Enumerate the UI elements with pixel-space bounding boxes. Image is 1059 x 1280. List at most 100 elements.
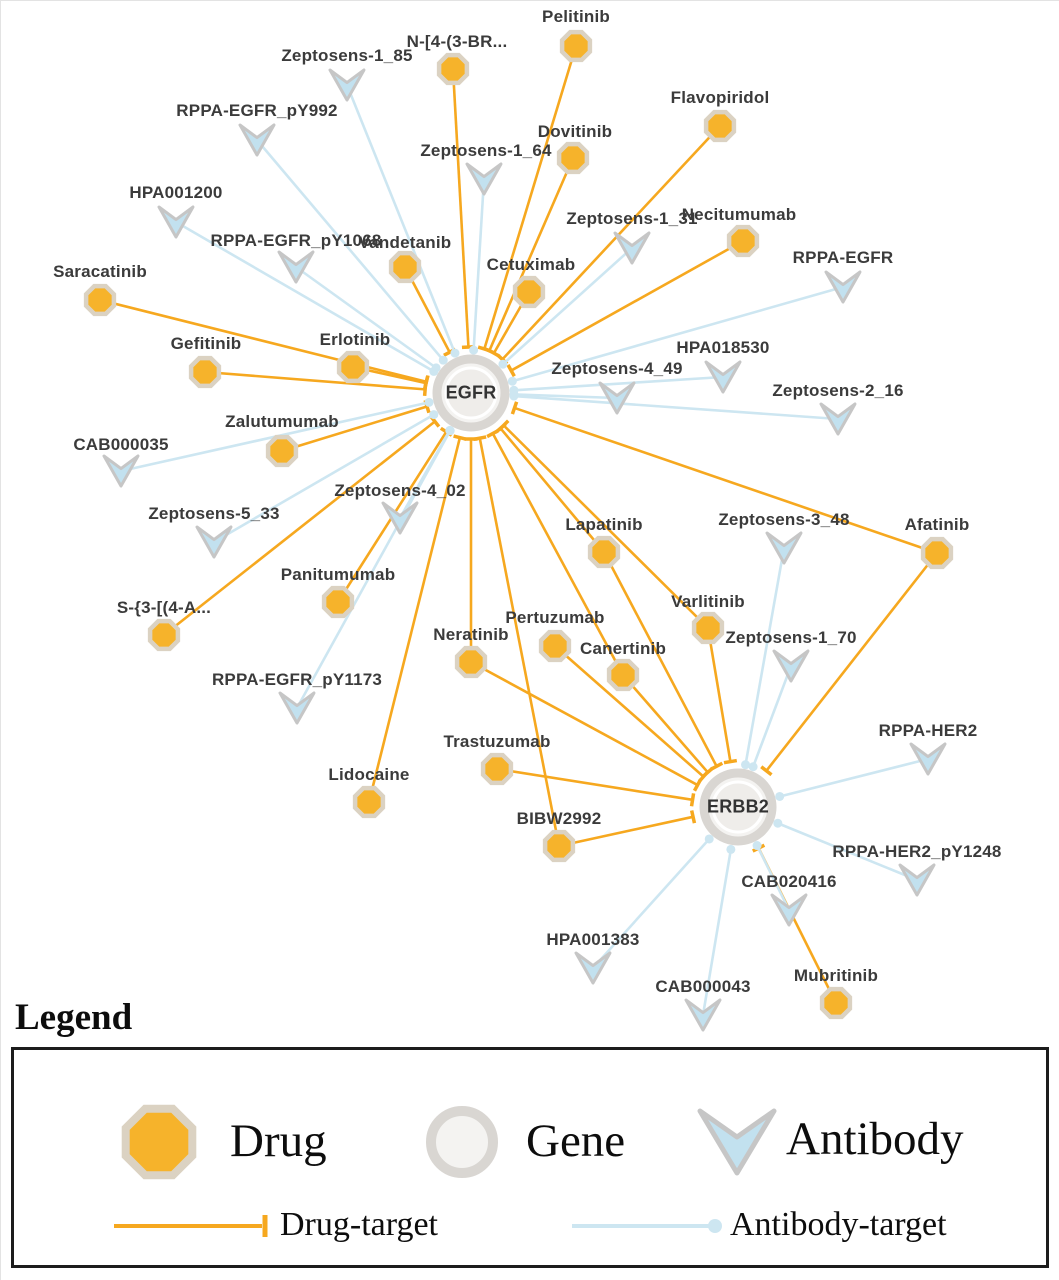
drug-target-edge-s34a-egfr — [163, 420, 436, 637]
drug-node-canertinib[interactable] — [606, 658, 640, 692]
drug-target-edge-neratinib-erbb2 — [470, 660, 699, 787]
drug-target-edge-bibw2992-erbb2 — [558, 815, 694, 848]
drug-target-endcap-icon — [723, 758, 738, 765]
antibody-target-endcap-icon — [704, 834, 714, 844]
drug-target-edge-afatinib-egfr — [514, 406, 938, 555]
drug-target-edge-trastuzumab-erbb2 — [496, 767, 693, 802]
antibody-target-edge-cab000043-erbb2 — [701, 849, 733, 1016]
antibody-target-edge-zeptosens-1-31-egfr — [502, 247, 633, 366]
antibody-node-rppa-egfr[interactable] — [824, 270, 862, 304]
drug-node-pertuzumab[interactable] — [538, 629, 572, 663]
network-svg — [83, 29, 954, 1032]
antibody-node-cab000035[interactable] — [102, 454, 140, 488]
drug-target-endcap-icon — [697, 770, 710, 783]
antibody-node-rppa-her2[interactable] — [909, 742, 947, 776]
legend-label-gene: Gene — [526, 1114, 626, 1167]
drug-target-edge-bibw2992-egfr — [478, 437, 561, 847]
antibody-target-edge-zeptosens-2-16-egfr — [513, 394, 839, 421]
antibody-target-endcap-icon — [752, 841, 762, 851]
drug-node-varlitinib[interactable] — [691, 611, 725, 645]
antibody-target-edge-rppa-egfr-py1173-egfr — [295, 430, 452, 709]
drug-node-dovitinib[interactable] — [556, 141, 590, 175]
drug-node-flavopiridol[interactable] — [703, 109, 737, 143]
antibody-node-hpa001383[interactable] — [574, 951, 612, 985]
antibody-node-zeptosens-2-16[interactable] — [819, 402, 857, 436]
drug-target-edge-lapatinib-erbb2 — [602, 551, 718, 767]
drug-target-endcap-icon — [453, 434, 467, 441]
antibody-target-endcap-icon — [775, 791, 785, 801]
antibody-target-edge-hpa001383-erbb2 — [592, 838, 711, 969]
antibody-target-endcap-icon — [469, 345, 479, 355]
antibody-target-edge-rppa-her2-py1248-erbb2 — [777, 822, 918, 882]
drug-node-gefitinib[interactable] — [188, 355, 222, 389]
drug-node-neratinib[interactable] — [454, 645, 488, 679]
drug-target-edge-varlitinib-erbb2 — [706, 627, 732, 762]
antibody-target-edge-hpa018530-egfr — [513, 375, 724, 392]
drug-node-trastuzumab[interactable] — [480, 752, 514, 786]
antibody-node-hpa001200[interactable] — [157, 205, 195, 239]
drug-node-cetuximab[interactable] — [512, 275, 546, 309]
legend-box: Drug Gene Antibody Drug-target Antibody-… — [11, 1047, 1049, 1268]
drug-node-pelitinib[interactable] — [559, 29, 593, 63]
antibody-target-endcap-icon — [708, 1219, 722, 1233]
antibody-target-edge-zeptosens-1-64-egfr — [472, 178, 486, 351]
drug-node-saracatinib[interactable] — [83, 283, 117, 317]
drug-target-endcap-icon — [473, 435, 487, 442]
antibody-target-edge-rppa-her2-erbb2 — [779, 757, 929, 798]
antibody-target-endcap-icon — [445, 426, 455, 436]
antibody-node-zeptosens-1-31[interactable] — [613, 231, 651, 265]
drug-node-n4br[interactable] — [436, 52, 470, 86]
drug-target-edge-zalutumumab-egfr — [281, 405, 428, 453]
antibody-node-cab000043[interactable] — [684, 998, 722, 1032]
drug-node-vandetanib[interactable] — [388, 250, 422, 284]
drug-node-bibw2992[interactable] — [542, 829, 576, 863]
antibody-node-zeptosens-4-49[interactable] — [598, 381, 636, 415]
antibody-target-edge-rppa-egfr-py992-egfr — [256, 139, 445, 362]
antibody-node-hpa018530[interactable] — [704, 360, 742, 394]
drug-node-lapatinib[interactable] — [587, 535, 621, 569]
antibody-target-endcap-icon — [429, 410, 439, 420]
antibody-node-zeptosens-1-85[interactable] — [328, 68, 366, 102]
drug-target-edge-dovitinib-egfr — [488, 157, 575, 352]
drug-target-endcap-icon — [422, 376, 430, 390]
legend-label-drug: Drug — [230, 1114, 327, 1167]
drug-node-panitumumab[interactable] — [321, 585, 355, 619]
antibody-node-zeptosens-4-02[interactable] — [381, 501, 419, 535]
drug-node-mubritinib[interactable] — [819, 986, 853, 1020]
drug-target-endcap-icon — [760, 765, 773, 777]
antibody-node-rppa-her2-py1248[interactable] — [898, 863, 936, 897]
antibody-target-endcap-icon — [424, 397, 434, 407]
antibody-node-zeptosens-1-70[interactable] — [772, 649, 810, 683]
drug-node-afatinib[interactable] — [920, 536, 954, 570]
drug-target-endcap-icon — [497, 419, 510, 432]
drug-target-edge-lapatinib-egfr — [499, 427, 605, 553]
antibody-target-edge-zeptosens-1-70-erbb2 — [751, 665, 793, 768]
antibody-node-zeptosens-1-64[interactable] — [465, 162, 503, 196]
drug-node-erlotinib[interactable] — [336, 350, 370, 384]
antibody-node-zeptosens-3-48[interactable] — [765, 531, 803, 565]
antibody-node-rppa-egfr-py992[interactable] — [238, 123, 276, 157]
drug-target-endcap-icon — [689, 793, 696, 807]
antibody-node-zeptosens-5-33[interactable] — [195, 525, 233, 559]
antibody-target-edge-zeptosens-3-48-erbb2 — [744, 547, 786, 765]
drug-node-necitumumab[interactable] — [726, 224, 760, 258]
drug-target-edge-varlitinib-egfr — [502, 424, 709, 629]
antibody-target-endcap-icon — [507, 376, 517, 386]
drug-node-zalutumumab[interactable] — [265, 434, 299, 468]
antibody-target-edge-rppa-egfr-egfr — [511, 285, 844, 383]
drug-node-lidocaine[interactable] — [352, 785, 386, 819]
antibody-node-rppa-egfr-py1173[interactable] — [278, 691, 316, 725]
gene-node-inner-egfr — [444, 366, 498, 420]
antibody-chevron-icon — [697, 1108, 777, 1176]
antibody-target-endcap-icon — [726, 844, 736, 854]
drug-octagon-icon — [121, 1104, 197, 1180]
antibody-node-rppa-egfr-py1068[interactable] — [277, 250, 315, 284]
drug-node-s34a[interactable] — [147, 618, 181, 652]
antibody-target-edge-zeptosens-4-49-egfr — [513, 393, 618, 400]
antibody-node-cab020416[interactable] — [770, 893, 808, 927]
drug-target-edge-lidocaine-egfr — [367, 437, 462, 803]
antibody-target-endcap-icon — [498, 359, 508, 369]
drug-target-endcap-icon — [487, 348, 501, 358]
legend-label-drug-target: Drug-target — [280, 1206, 438, 1244]
antibody-target-endcap-icon — [438, 355, 448, 365]
